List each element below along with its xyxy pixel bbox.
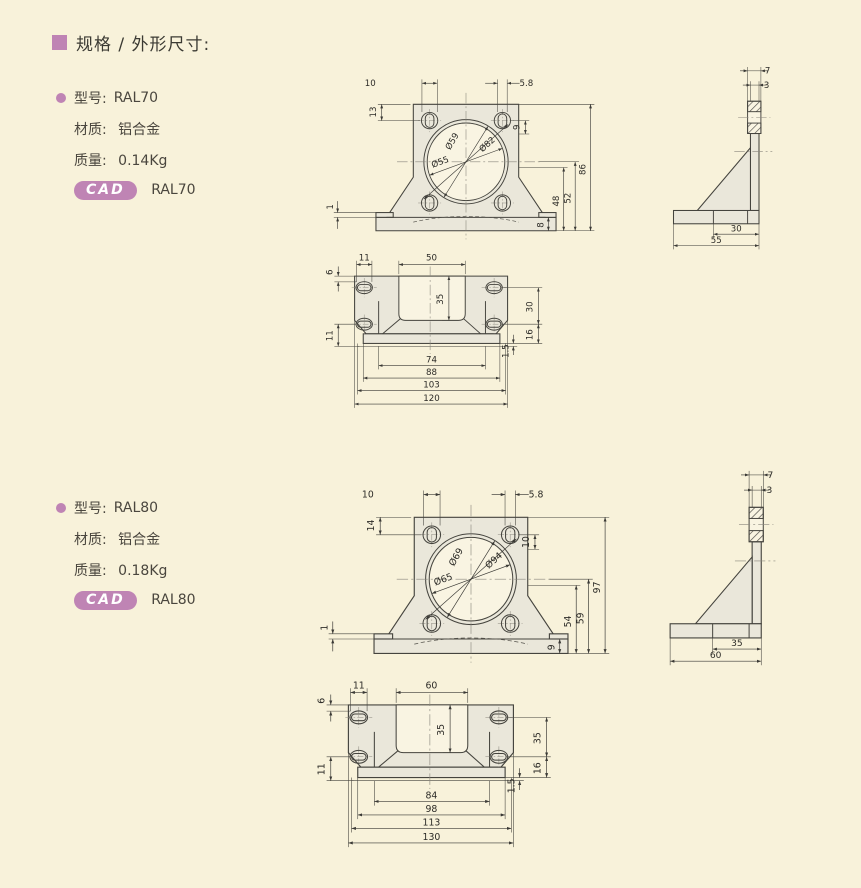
material-label: 材质: bbox=[74, 122, 107, 138]
ral70-bottom-view-drawing: 11 50 6 11 35 30 16 1.5 74 88 103 120 bbox=[325, 254, 572, 431]
weight-row: 质量: 0.18Kg bbox=[74, 560, 286, 580]
dim-width-outer: 113 bbox=[423, 817, 441, 828]
dim-wall-thickness: 3 bbox=[766, 486, 772, 496]
dim-channel-depth: 35 bbox=[436, 724, 447, 736]
ral70-front-view-drawing: 10 5.8 13 9 Ø55 Ø59 Ø82 8 48 52 86 1 bbox=[326, 66, 610, 248]
dim-total-height: 97 bbox=[592, 581, 603, 593]
dim-hole-edge: 16 bbox=[526, 329, 536, 340]
dim-width-inner: 74 bbox=[426, 356, 437, 366]
weight-value: 0.14Kg bbox=[118, 153, 168, 169]
material-value: 铝合金 bbox=[118, 532, 161, 548]
dim-hole-top-offset: 14 bbox=[366, 520, 377, 532]
model-row: 型号: RAL80 bbox=[56, 498, 286, 518]
model-label: 型号: bbox=[74, 91, 107, 107]
dim-foot-step: 1 bbox=[326, 204, 336, 209]
material-row: 材质: 铝合金 bbox=[74, 529, 286, 549]
dim-channel-width: 60 bbox=[425, 680, 437, 691]
dim-base-depth: 60 bbox=[710, 651, 722, 661]
section-header: 规格 / 外形尺寸: bbox=[52, 30, 210, 55]
dim-edge-offset: 6 bbox=[317, 698, 328, 704]
dim-slot-length: 11 bbox=[359, 254, 370, 264]
dim-hole-spacing: 35 bbox=[532, 732, 543, 744]
dim-slot-length: 10 bbox=[365, 79, 376, 89]
dim-foot-step: 1 bbox=[320, 625, 331, 631]
model-row: 型号: RAL70 bbox=[56, 88, 286, 108]
cad-row: CAD RAL70 bbox=[74, 181, 286, 200]
dim-flange-offset: 11 bbox=[325, 330, 335, 341]
dim-channel-width: 50 bbox=[426, 254, 437, 264]
dim-rib-depth: 35 bbox=[731, 639, 743, 649]
dim-height-lower: 48 bbox=[552, 196, 562, 207]
dim-width-total: 120 bbox=[423, 394, 440, 404]
dim-height-center: 59 bbox=[575, 612, 586, 624]
weight-value: 0.18Kg bbox=[118, 563, 168, 579]
dim-hole-edge: 16 bbox=[532, 762, 543, 774]
dim-width-total: 130 bbox=[423, 832, 441, 843]
dim-lip-thickness: 1.5 bbox=[502, 344, 512, 358]
section-title: 规格 / 外形尺寸: bbox=[76, 35, 211, 55]
weight-label: 质量: bbox=[74, 563, 107, 579]
dim-height-center: 52 bbox=[563, 193, 573, 204]
cad-download-button[interactable]: CAD bbox=[74, 181, 137, 200]
dim-width-inner: 84 bbox=[425, 790, 437, 801]
dim-hole-side-offset: 9 bbox=[513, 125, 523, 130]
dim-hole-side-offset: 10 bbox=[521, 536, 532, 548]
dim-edge-offset: 6 bbox=[325, 269, 335, 275]
material-label: 材质: bbox=[74, 532, 107, 548]
dim-width-mid: 88 bbox=[426, 368, 437, 378]
dim-lip-thickness: 1.5 bbox=[506, 778, 517, 793]
section-marker-icon bbox=[52, 35, 67, 50]
dim-flange-thickness: 7 bbox=[767, 471, 773, 481]
dim-hole-top-offset: 13 bbox=[369, 106, 379, 117]
dim-slot-width: 5.8 bbox=[519, 79, 533, 89]
material-row: 材质: 铝合金 bbox=[74, 119, 286, 139]
product-spec-ral70: 型号: RAL70 材质: 铝合金 质量: 0.14Kg CAD RAL70 bbox=[56, 88, 286, 211]
product-spec-ral80: 型号: RAL80 材质: 铝合金 质量: 0.18Kg CAD RAL80 bbox=[56, 498, 286, 621]
dim-width-outer: 103 bbox=[423, 381, 440, 391]
ral80-front-view-drawing: 10 5.8 14 10 Ø65 Ø69 Ø94 9 54 59 97 1 bbox=[320, 490, 626, 672]
cad-model-value: RAL80 bbox=[151, 592, 196, 608]
dim-base-depth: 55 bbox=[711, 236, 722, 246]
dim-wall-thickness: 3 bbox=[764, 81, 769, 91]
bullet-icon bbox=[56, 93, 66, 103]
dim-slot-length: 11 bbox=[353, 680, 365, 691]
weight-row: 质量: 0.14Kg bbox=[74, 150, 286, 170]
dim-channel-depth: 35 bbox=[436, 294, 446, 305]
dim-slot-width: 5.8 bbox=[529, 490, 544, 501]
dim-width-mid: 98 bbox=[425, 804, 437, 815]
ral80-bottom-view-drawing: 11 60 6 11 35 35 16 1.5 84 98 113 130 bbox=[317, 680, 582, 872]
dim-total-height: 86 bbox=[579, 164, 589, 175]
bullet-icon bbox=[56, 503, 66, 513]
dim-rib-depth: 30 bbox=[731, 224, 742, 234]
dim-slot-length: 10 bbox=[362, 490, 374, 501]
ral80-side-view-drawing: 7 3 35 60 bbox=[660, 458, 822, 667]
model-value: RAL80 bbox=[113, 500, 159, 516]
dim-flange-offset: 11 bbox=[317, 763, 328, 775]
weight-label: 质量: bbox=[74, 153, 107, 169]
material-value: 铝合金 bbox=[118, 122, 161, 138]
ral70-side-view-drawing: 7 3 30 55 bbox=[664, 55, 816, 251]
cad-model-value: RAL70 bbox=[151, 182, 196, 198]
model-value: RAL70 bbox=[113, 90, 159, 106]
dim-hole-spacing: 30 bbox=[526, 301, 536, 312]
cad-row: CAD RAL80 bbox=[74, 591, 286, 610]
cad-download-button[interactable]: CAD bbox=[74, 591, 137, 610]
dim-flange-thickness: 7 bbox=[765, 67, 770, 77]
dim-height-lower: 54 bbox=[563, 615, 574, 627]
dim-foot-height: 9 bbox=[547, 644, 558, 650]
dim-foot-height: 8 bbox=[537, 222, 547, 227]
model-label: 型号: bbox=[74, 501, 107, 517]
